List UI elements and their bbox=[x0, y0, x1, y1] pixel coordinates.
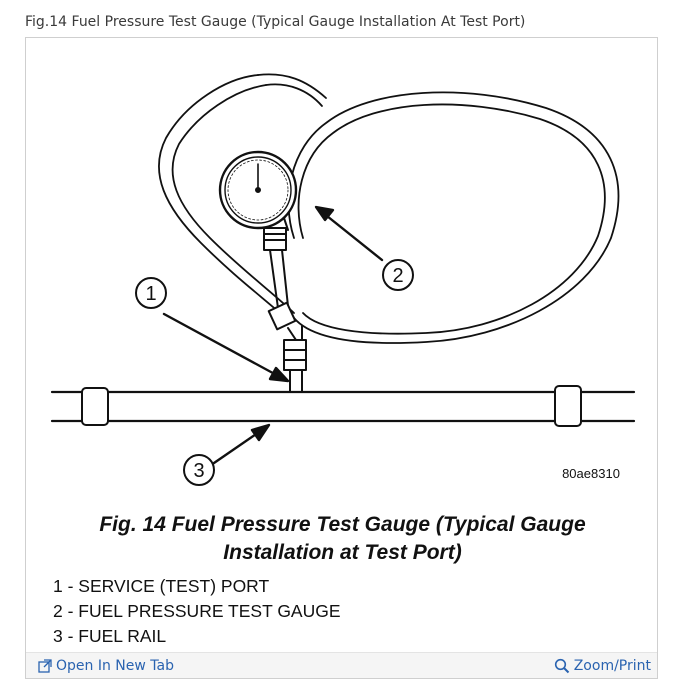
magnifier-icon bbox=[554, 658, 569, 674]
fuel-pressure-diagram: 1 2 3 80ae8310 bbox=[50, 73, 636, 486]
zoom-print-label: Zoom/Print bbox=[573, 658, 651, 674]
legend-item: 2 - FUEL PRESSURE TEST GAUGE bbox=[53, 601, 341, 621]
diagram-code: 80ae8310 bbox=[562, 466, 620, 481]
callout-circles bbox=[135, 259, 414, 486]
legend-item: 1 - SERVICE (TEST) PORT bbox=[53, 576, 270, 596]
open-in-new-tab-link[interactable]: Open In New Tab bbox=[38, 658, 174, 674]
callout-3: 3 bbox=[193, 460, 204, 482]
fuel-rail bbox=[50, 385, 636, 427]
pressure-gauge bbox=[218, 150, 298, 231]
open-in-new-tab-label: Open In New Tab bbox=[56, 658, 174, 674]
legend-item: 3 - FUEL RAIL bbox=[53, 626, 167, 646]
gauge-fitting bbox=[263, 227, 297, 331]
zoom-print-link[interactable]: Zoom/Print bbox=[554, 658, 651, 674]
caption-line-2: Installation at Test Port) bbox=[223, 541, 462, 564]
caption-line-1: Fig. 14 Fuel Pressure Test Gauge (Typica… bbox=[99, 513, 586, 536]
service-port bbox=[283, 325, 307, 393]
figure-caption: Fig. 14 Fuel Pressure Test Gauge (Typica… bbox=[26, 511, 657, 567]
open-external-icon bbox=[38, 659, 52, 673]
leader-arrows bbox=[162, 205, 384, 465]
callout-2: 2 bbox=[392, 265, 403, 287]
callout-1: 1 bbox=[145, 283, 156, 305]
page-title: Fig.14 Fuel Pressure Test Gauge (Typical… bbox=[25, 14, 526, 30]
gauge-hose bbox=[158, 73, 620, 344]
figure-frame: 1 2 3 80ae8310 Fig. 14 Fuel Pressure Tes… bbox=[25, 37, 658, 679]
figure-footer-bar: Open In New Tab Zoom/Print bbox=[26, 652, 657, 678]
legend-list: 1 - SERVICE (TEST) PORT 2 - FUEL PRESSUR… bbox=[53, 574, 341, 649]
